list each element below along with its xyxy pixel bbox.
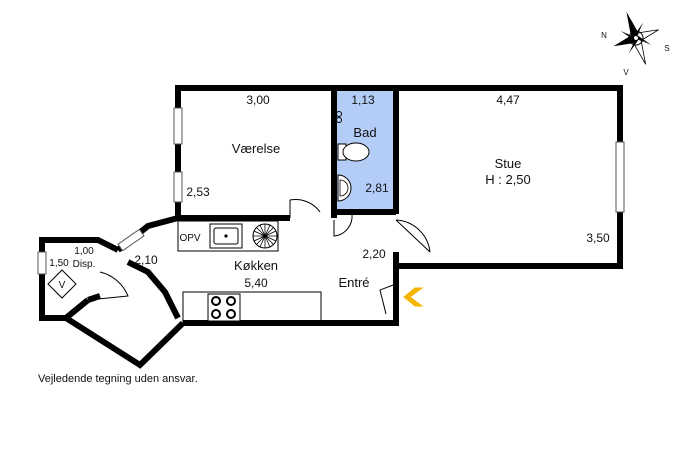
kitchen-inner-wall [126, 259, 181, 320]
stue-name: Stue [495, 156, 522, 171]
stue-width: 4,47 [496, 93, 520, 107]
disclaimer-text: Vejledende tegning uden ansvar. [38, 373, 198, 385]
fan-icon [252, 223, 278, 249]
door-vaerelse [289, 199, 321, 218]
door-bad [333, 213, 353, 237]
compass-s-label: S [664, 44, 669, 53]
fixture-v-label: V [59, 280, 66, 291]
sink [209, 223, 243, 249]
kitchen-counter-lower [182, 291, 322, 323]
door-stue [395, 219, 431, 253]
sink-drain [224, 234, 228, 238]
shower-icon [336, 111, 342, 123]
entre-depth: 2,20 [362, 247, 386, 261]
disp-lower-diagonal [64, 315, 186, 369]
window-disp [37, 251, 47, 275]
bad-name: Bad [353, 125, 376, 140]
outer-wall-top [175, 85, 623, 326]
window-kitchen [117, 228, 145, 252]
kitchen-counter-upper [177, 220, 279, 252]
stue-height: H : 2,50 [485, 172, 531, 187]
compass-n-label: N [601, 31, 607, 40]
disp-depth: 1,50 [49, 258, 69, 269]
stue-depth: 3,50 [586, 231, 610, 245]
disp-wall [39, 237, 120, 321]
vaerelse-depth: 2,53 [186, 185, 210, 199]
door-entrance [379, 283, 397, 315]
door-disp [87, 271, 129, 301]
bad-width: 1,13 [351, 93, 375, 107]
vaerelse-name: Værelse [232, 141, 280, 156]
v-fixture [47, 269, 77, 299]
disp-width: 1,00 [74, 246, 94, 257]
koekken-length: 5,40 [244, 276, 268, 290]
washbasin-icon [337, 174, 352, 202]
window-vaerelse-bottom [173, 171, 183, 203]
entre-name: Entré [338, 275, 369, 290]
bad-depth: 2,81 [365, 181, 389, 195]
stove-burners [211, 296, 236, 319]
compass-v-label: V [623, 68, 629, 77]
window-stue [615, 141, 625, 213]
koekken-depth: 2,10 [134, 253, 158, 267]
entrance-arrow-icon [403, 287, 424, 307]
fixture-opv-label: OPV [179, 233, 200, 244]
vaerelse-width: 3,00 [246, 93, 270, 107]
compass-rose-icon [613, 11, 659, 65]
koekken-name: Køkken [234, 258, 278, 273]
window-vaerelse-top [173, 107, 183, 145]
disp-name: Disp. [73, 259, 96, 270]
sink-basin [213, 227, 239, 245]
toilet-icon [337, 142, 370, 162]
